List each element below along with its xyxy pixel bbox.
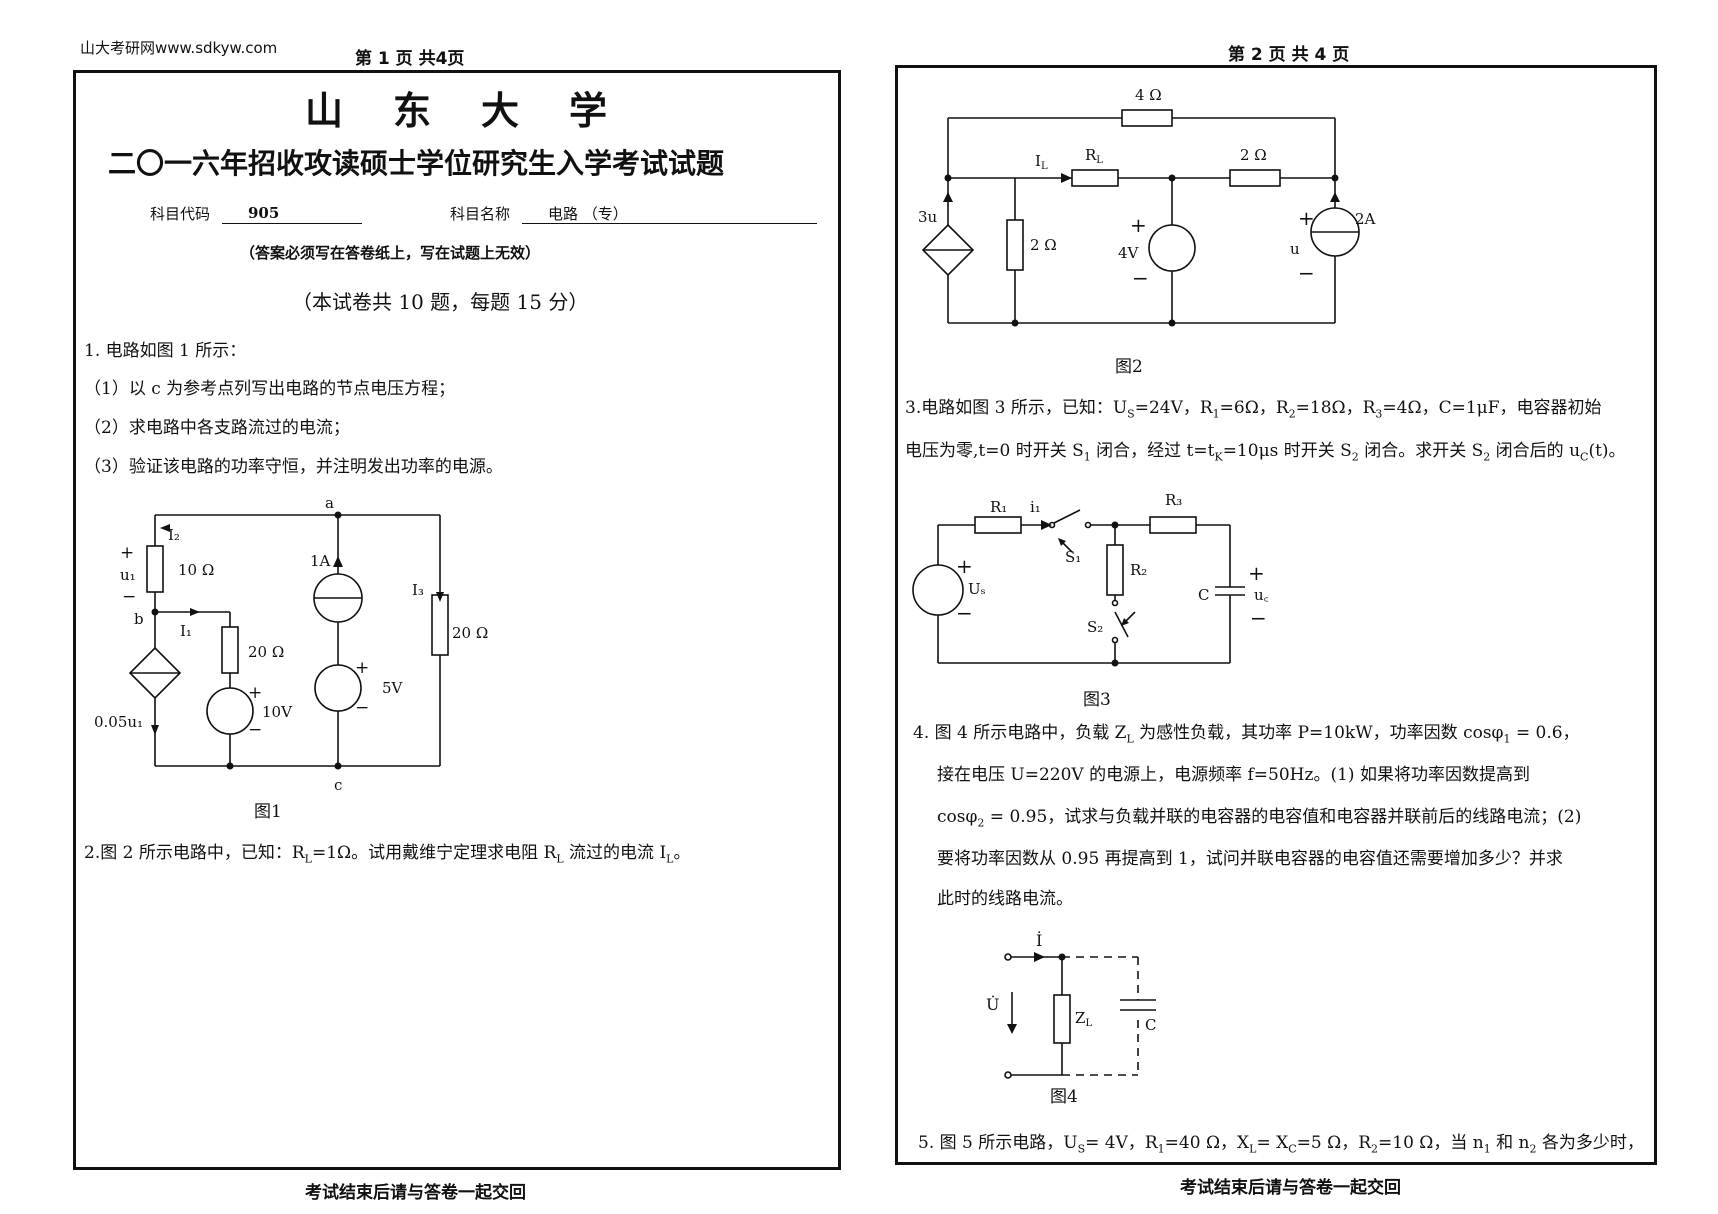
page1-frame [73, 70, 841, 1170]
q4-line4: 要将功率因数从 0.95 再提高到 1，试问并联电容器的电容值还需要增加多少？并… [937, 849, 1563, 869]
fig4-label-c: C [1145, 1016, 1156, 1034]
exam-title: 二〇一六年招收攻读硕士学位研究生入学考试试题 [108, 147, 725, 180]
label-5v-minus: − [355, 698, 369, 718]
label-20ohm-right: 20 Ω [452, 624, 488, 642]
fig3-label-uc-minus: − [1250, 606, 1267, 630]
page1-number: 第 1 页 共4页 [355, 49, 465, 69]
subject-name-field: 电路 （专） [522, 203, 817, 224]
subject-code-field: 905 [222, 203, 362, 224]
fig4-label-zl: ZL [1075, 1009, 1092, 1029]
q1-stem: 1. 电路如图 1 所示： [84, 341, 247, 361]
figure-1-caption: 图1 [254, 802, 282, 822]
subject-name-value: 电路 （专） [548, 205, 628, 223]
label-1A: 1A [310, 552, 331, 570]
figure-2-caption: 图2 [1115, 357, 1143, 377]
fig3-label-r3: R₃ [1165, 491, 1182, 509]
label-u1-plus: + [120, 543, 134, 563]
label-10v: 10V [262, 703, 293, 721]
q1-part1: （1）以 c 为参考点列写出电路的节点电压方程； [84, 379, 456, 399]
fig3-label-r1: R₁ [990, 498, 1007, 516]
q1-part2: （2）求电路中各支路流过的电流； [84, 418, 350, 438]
label-10v-plus: + [248, 683, 262, 703]
fig3-label-us-plus: + [956, 554, 973, 578]
q2-text: 2.图 2 所示电路中，已知：RL=1Ω。试用戴维宁定理求电阻 RL 流过的电流… [84, 843, 691, 866]
fig2-label-3u: 3u [918, 208, 938, 226]
label-20ohm-left: 20 Ω [248, 643, 284, 661]
figure-2-circuit: 4 Ω IL RL 2 Ω 3u 2 Ω + 4V − + u − 2A [918, 86, 1376, 327]
fig3-label-r2: R₂ [1130, 561, 1147, 579]
q4-line2: 接在电压 U=220V 的电源上，电源频率 f=50Hz。(1) 如果将功率因数… [937, 765, 1530, 785]
fig3-label-us: Uₛ [968, 580, 986, 598]
fig2-label-4ohm: 4 Ω [1135, 86, 1162, 104]
figure-3-circuit: R₁ i₁ R₃ S₁ R₂ + Uₛ − S₂ C + u꜀ − [912, 491, 1269, 667]
university-title: 山 东 大 学 [305, 88, 614, 133]
fig2-label-4v-plus: + [1130, 213, 1147, 237]
node-b: b [134, 610, 144, 628]
fig3-label-i1: i₁ [1030, 498, 1041, 516]
q5-line1: 5. 图 5 所示电路，US= 4V，R1=40 Ω，XL= XC=5 Ω，R2… [918, 1133, 1644, 1156]
fig3-label-uc: u꜀ [1254, 586, 1269, 604]
label-dep-source: 0.05u₁ [94, 713, 143, 731]
fig4-label-u: U̇ [986, 995, 999, 1014]
label-I2: I₂ [168, 526, 180, 544]
node-a: a [325, 494, 334, 512]
fig3-label-s1: S₁ [1065, 548, 1081, 566]
fig3-label-s2: S₂ [1087, 618, 1103, 636]
page2-number: 第 2 页 共 4 页 [1228, 45, 1350, 65]
fig2-label-4v-minus: − [1132, 266, 1149, 290]
page1-footer: 考试结束后请与答卷一起交回 [305, 1183, 526, 1203]
fig2-label-4v: 4V [1118, 244, 1140, 262]
figure-4-circuit: İ U̇ ZL C [986, 930, 1156, 1079]
q4-line3: cosφ2 = 0.95，试求与负载并联的电容器的电容值和电容器并联前后的线路电… [937, 807, 1582, 830]
subject-name-label: 科目名称 [450, 205, 511, 223]
fig2-label-2a: 2A [1355, 210, 1376, 228]
fig4-label-i: İ [1036, 930, 1042, 950]
site-watermark: 山大考研网www.sdkyw.com [80, 39, 278, 57]
q1-part3: （3）验证该电路的功率守恒，并注明发出功率的电源。 [84, 457, 503, 477]
page2-frame [895, 65, 1657, 1165]
figure-3-caption: 图3 [1083, 690, 1111, 710]
fig2-label-il: IL [1035, 152, 1048, 172]
fig2-label-2ohm-top: 2 Ω [1240, 146, 1267, 164]
fig2-label-u-minus: − [1298, 261, 1315, 285]
fig3-label-uc-plus: + [1248, 561, 1265, 585]
label-I3: I₃ [412, 581, 424, 599]
fig2-label-u-plus: + [1298, 206, 1315, 230]
label-u1: u₁ [120, 566, 136, 584]
scoring-note: （本试卷共 10 题，每题 15 分） [292, 290, 589, 314]
q3-line1: 3.电路如图 3 所示，已知：US=24V，R1=6Ω，R2=18Ω，R3=4Ω… [905, 398, 1602, 421]
subject-code-value: 905 [248, 204, 280, 222]
page2-footer: 考试结束后请与答卷一起交回 [1180, 1178, 1401, 1198]
fig3-label-c: C [1198, 586, 1209, 604]
node-c: c [334, 776, 342, 794]
answer-notice: （答案必须写在答卷纸上，写在试题上无效） [240, 244, 541, 262]
label-5v: 5V [382, 679, 404, 697]
label-10ohm: 10 Ω [178, 561, 214, 579]
fig3-label-us-minus: − [956, 601, 973, 625]
fig2-label-u: u [1290, 240, 1300, 258]
q4-line1: 4. 图 4 所示电路中，负载 ZL 为感性负载，其功率 P=10kW，功率因数… [913, 723, 1580, 746]
label-5v-plus: + [355, 658, 369, 678]
fig2-label-2ohm-vert: 2 Ω [1030, 236, 1057, 254]
label-u1-minus: − [122, 587, 136, 607]
figure-1-circuit: a I₂ + u₁ − 10 Ω b I₁ 20 Ω + 10V − 0.05u… [94, 494, 488, 794]
label-10v-minus: − [248, 720, 262, 740]
q4-line5: 此时的线路电流。 [937, 889, 1073, 909]
subject-code-label: 科目代码 [150, 205, 211, 223]
figure-4-caption: 图4 [1050, 1087, 1078, 1107]
q3-line2: 电压为零,t=0 时开关 S1 闭合，经过 t=tK=10μs 时开关 S2 闭… [905, 441, 1626, 464]
fig2-label-rl: RL [1085, 146, 1103, 166]
label-I1: I₁ [180, 622, 192, 640]
